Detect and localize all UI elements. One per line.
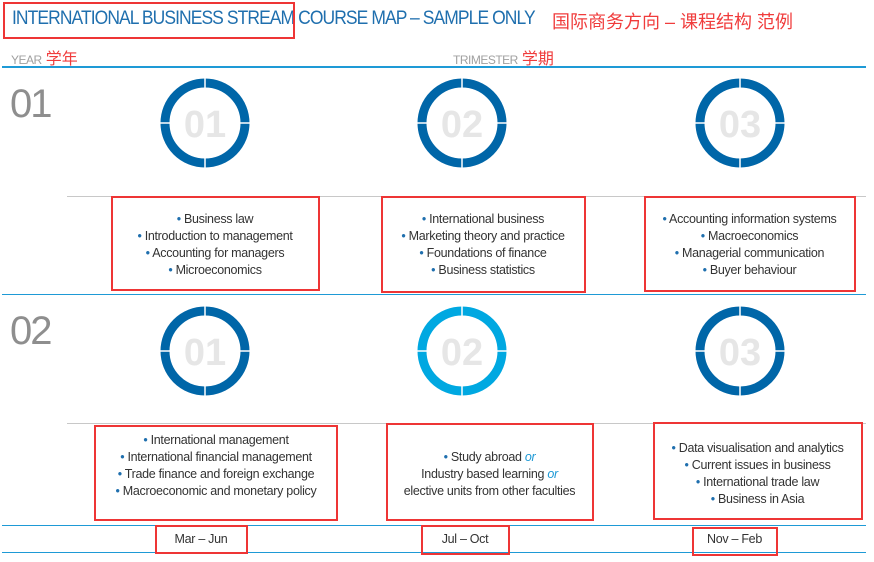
- page-title-cn: 国际商务方向 – 课程结构 范例: [552, 12, 794, 32]
- bullet-icon: •: [117, 467, 125, 481]
- course-item: • Accounting for managers: [145, 246, 285, 260]
- annotation-box: [386, 423, 594, 521]
- year-label: YEAR: [11, 53, 42, 67]
- option-study-abroad: • Study abroad or: [443, 450, 536, 464]
- bullet-icon: •: [421, 212, 430, 226]
- trimester-number: 03: [719, 332, 761, 374]
- annotation-box: [111, 196, 320, 291]
- year-number: 01: [10, 82, 52, 126]
- divider: [2, 66, 866, 68]
- trimester-ring: 03: [695, 78, 785, 168]
- bullet-icon: •: [137, 229, 145, 243]
- course-list: • Data visualisation and analytics • Curr…: [653, 440, 862, 508]
- course-item: • Business law: [176, 212, 254, 226]
- bullet-icon: •: [401, 229, 409, 243]
- course-list: • International business • Marketing theo…: [381, 211, 585, 279]
- year-label-cn: 学年: [45, 51, 78, 68]
- trimester-number: 01: [184, 104, 226, 146]
- course-item: • Buyer behaviour: [702, 263, 797, 277]
- bullet-icon: •: [145, 246, 153, 260]
- trimester-number: 03: [719, 104, 761, 146]
- annotation-box: [155, 525, 248, 554]
- course-item: • International trade law: [695, 475, 820, 489]
- bullet-icon: •: [143, 433, 151, 447]
- bullet-icon: •: [431, 263, 439, 277]
- course-item: • Data visualisation and analytics: [671, 441, 844, 455]
- bullet-icon: •: [168, 263, 176, 277]
- bullet-icon: •: [662, 212, 670, 226]
- option-electives: elective units from other faculties: [403, 484, 576, 498]
- annotation-box: [3, 2, 295, 39]
- trimester-number: 01: [184, 332, 226, 374]
- page-title: INTERNATIONAL BUSINESS STREAM COURSE MAP…: [12, 8, 536, 29]
- trimester-ring: 01: [160, 306, 250, 396]
- trimester-number: 02: [441, 104, 483, 146]
- divider: [2, 552, 866, 553]
- course-item: • Microeconomics: [168, 263, 262, 277]
- annotation-box: [644, 196, 856, 292]
- course-list: • International management • Internationa…: [102, 432, 330, 500]
- annotation-box: [421, 525, 510, 555]
- course-item: • Current issues in business: [684, 458, 831, 472]
- bullet-icon: •: [176, 212, 184, 226]
- date-range: Mar – Jun: [174, 532, 228, 546]
- course-list: • Study abroad or Industry based learnin…: [386, 449, 593, 500]
- course-item: • International financial management: [120, 450, 312, 464]
- date-range: Jul – Oct: [441, 532, 489, 546]
- course-item: • Macroeconomics: [700, 229, 799, 243]
- trimester-ring: 02: [417, 306, 507, 396]
- annotation-box: [653, 422, 863, 520]
- trimester-ring: 02: [417, 78, 507, 168]
- course-item: • Business in Asia: [710, 492, 805, 506]
- course-item: • Marketing theory and practice: [401, 229, 565, 243]
- divider: [2, 294, 866, 295]
- trimester-number: 02: [441, 332, 483, 374]
- date-range: Nov – Feb: [707, 532, 762, 546]
- course-item: • Accounting information systems: [662, 212, 837, 226]
- bullet-icon: •: [702, 263, 710, 277]
- annotation-box: [692, 527, 778, 556]
- bullet-icon: •: [671, 441, 679, 455]
- course-item: • Macroeconomic and monetary policy: [115, 484, 317, 498]
- course-item: • International business: [421, 212, 545, 226]
- trimester-ring: 01: [160, 78, 250, 168]
- course-item: • Business statistics: [431, 263, 535, 277]
- annotation-box: [381, 196, 586, 293]
- bullet-icon: •: [674, 246, 683, 260]
- bullet-icon: •: [419, 246, 427, 260]
- bullet-icon: •: [120, 450, 128, 464]
- bullet-icon: •: [695, 475, 704, 489]
- bullet-icon: •: [700, 229, 708, 243]
- annotation-box: [94, 425, 338, 521]
- trimester-ring: 03: [695, 306, 785, 396]
- bullet-icon: •: [710, 492, 718, 506]
- course-item: • Introduction to management: [137, 229, 293, 243]
- course-item: • Trade finance and foreign exchange: [117, 467, 315, 481]
- course-item: • International management: [143, 433, 289, 447]
- option-industry-learning: Industry based learning or: [421, 467, 558, 481]
- course-item: • Foundations of finance: [419, 246, 547, 260]
- trimester-label-cn: 学期: [521, 51, 554, 68]
- bullet-icon: •: [115, 484, 123, 498]
- year-number: 02: [10, 309, 52, 353]
- bullet-icon: •: [684, 458, 692, 472]
- trimester-label: TRIMESTER: [453, 53, 518, 67]
- course-list: • Business law • Introduction to manageme…: [111, 211, 319, 279]
- course-list: • Accounting information systems • Macroe…: [644, 211, 855, 279]
- course-item: • Managerial communication: [674, 246, 825, 260]
